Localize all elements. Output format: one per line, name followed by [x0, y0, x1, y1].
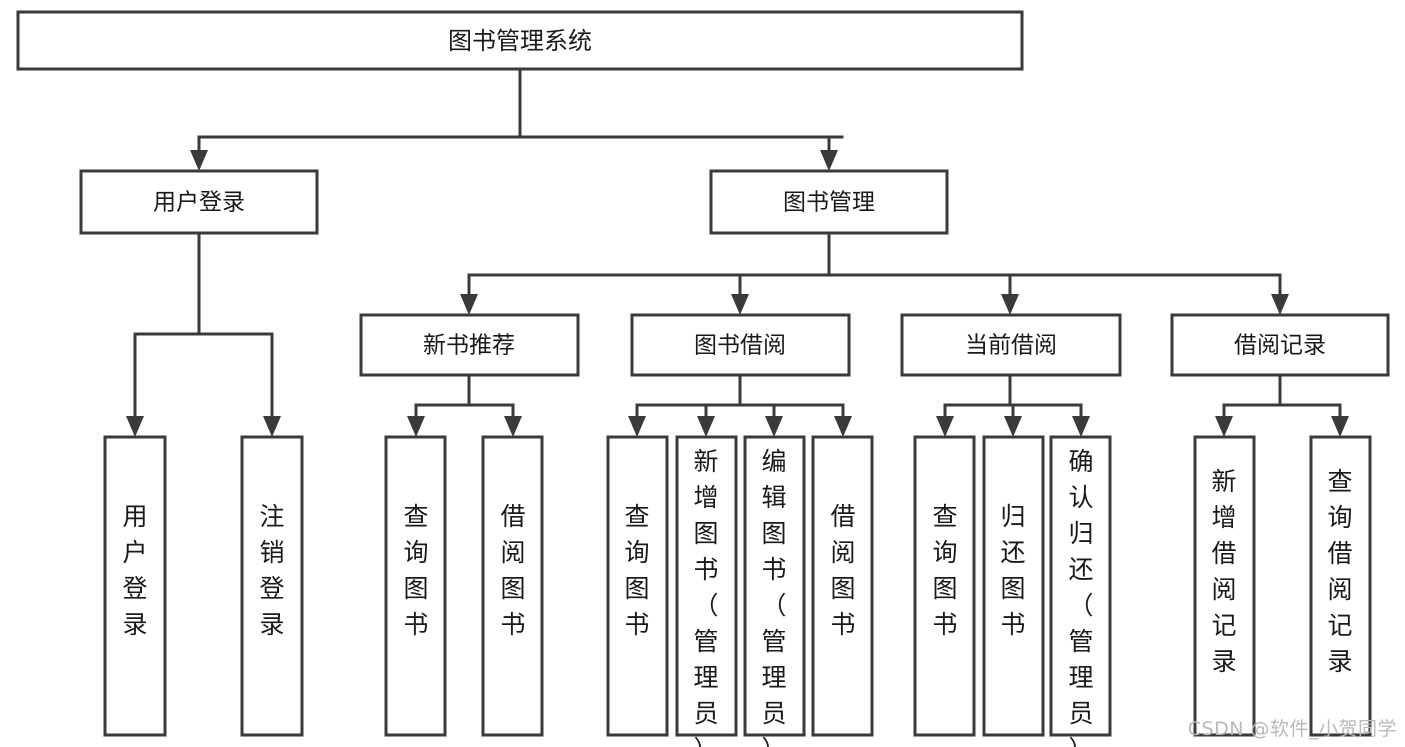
node-leaf-borrow-book-2-label: 借阅图书: [830, 502, 855, 639]
edge-group-borrow-record-to-leaves: [1215, 373, 1349, 437]
arrowhead-leaf-edit-book: [765, 416, 783, 437]
arrowhead-leaf-borrow-book-2: [834, 416, 852, 437]
node-book-borrow-label: 图书借阅: [694, 333, 786, 359]
node-leaf-query-book-3-box[interactable]: [913, 435, 976, 737]
node-leaf-borrow-book-1-label: 借阅图书: [500, 502, 525, 639]
node-book-borrow-box[interactable]: [630, 313, 851, 377]
arrowhead-leaf-query-book-3: [936, 416, 954, 437]
node-current-borrow-box[interactable]: [900, 313, 1122, 377]
node-book-management[interactable]: 图书管理: [709, 169, 949, 235]
node-root-label: 图书管理系统: [448, 27, 592, 55]
node-borrow-record-box[interactable]: [1170, 313, 1390, 377]
node-root[interactable]: 图书管理系统: [16, 10, 1024, 71]
node-leaf-logout-login-label: 注销登录: [259, 502, 284, 639]
node-leaf-add-borrow-record-box[interactable]: [1193, 435, 1256, 737]
arrowhead-borrow-record: [1271, 294, 1289, 315]
node-leaf-add-book-box[interactable]: [675, 435, 738, 737]
node-current-borrow-label: 当前借阅: [965, 333, 1057, 359]
arrowhead-leaf-logout-login: [263, 416, 281, 437]
node-root-box[interactable]: [16, 10, 1024, 71]
node-borrow-record[interactable]: 借阅记录: [1170, 313, 1390, 377]
node-leaf-edit-book-label: 编辑图书（管理员）: [761, 447, 786, 747]
node-leaf-edit-book[interactable]: 编辑图书（管理员）: [743, 435, 806, 747]
node-leaf-borrow-book-2-box[interactable]: [811, 435, 874, 737]
node-book-management-label: 图书管理: [783, 190, 875, 216]
node-leaf-return-book[interactable]: 归还图书: [982, 435, 1045, 737]
node-leaf-confirm-return-box[interactable]: [1049, 435, 1112, 737]
edge-group-root-to-level2: [190, 67, 844, 171]
arrowhead-leaf-add-book: [697, 416, 715, 437]
arrowhead-leaf-add-borrow-record: [1215, 416, 1233, 437]
node-leaf-return-book-label: 归还图书: [1000, 502, 1025, 639]
node-leaf-query-book-2[interactable]: 查询图书: [606, 435, 669, 737]
edge-group-current-borrow-to-leaves: [936, 373, 1090, 437]
node-leaf-edit-book-box[interactable]: [743, 435, 806, 737]
node-leaf-query-borrow-record-box[interactable]: [1309, 435, 1372, 737]
node-leaf-query-borrow-record-label: 查询借阅记录: [1327, 467, 1352, 676]
arrowhead-new-book-recommend: [460, 294, 478, 315]
node-leaf-add-book-label: 新增图书（管理员）: [693, 447, 718, 747]
node-leaf-add-borrow-record[interactable]: 新增借阅记录: [1193, 435, 1256, 737]
arrowhead-current-borrow: [1001, 294, 1019, 315]
arrowhead-leaf-return-book: [1004, 416, 1022, 437]
node-book-management-box[interactable]: [709, 169, 949, 235]
edge-group-new-book-recommend-to-leaves: [407, 373, 522, 437]
arrowhead-leaf-confirm-return: [1072, 416, 1090, 437]
node-leaf-user-login-label: 用户登录: [122, 502, 147, 639]
node-new-book-recommend[interactable]: 新书推荐: [359, 313, 580, 377]
node-user-login-box[interactable]: [79, 169, 319, 235]
edge-group-book-borrow-to-leaves: [628, 373, 852, 437]
node-leaf-query-book-1-box[interactable]: [384, 435, 447, 737]
arrowhead-leaf-borrow-book-1: [504, 416, 522, 437]
node-leaf-add-borrow-record-label: 新增借阅记录: [1211, 467, 1236, 676]
node-leaf-user-login[interactable]: 用户登录: [103, 435, 167, 737]
node-leaf-user-login-box[interactable]: [103, 435, 167, 737]
node-user-login[interactable]: 用户登录: [79, 169, 319, 235]
node-leaf-borrow-book-1[interactable]: 借阅图书: [481, 435, 544, 737]
node-leaf-query-book-2-label: 查询图书: [624, 502, 649, 639]
node-book-borrow[interactable]: 图书借阅: [630, 313, 851, 377]
node-leaf-query-book-3[interactable]: 查询图书: [913, 435, 976, 737]
node-leaf-borrow-book-1-box[interactable]: [481, 435, 544, 737]
arrowhead-leaf-user-login: [126, 416, 144, 437]
node-leaf-confirm-return[interactable]: 确认归还（管理员）: [1049, 435, 1112, 747]
node-leaf-borrow-book-2[interactable]: 借阅图书: [811, 435, 874, 737]
node-leaf-query-book-2-box[interactable]: [606, 435, 669, 737]
node-leaf-confirm-return-label: 确认归还（管理员）: [1068, 447, 1093, 747]
node-leaf-logout-login[interactable]: 注销登录: [240, 435, 304, 737]
node-leaf-return-book-box[interactable]: [982, 435, 1045, 737]
arrowhead-book-management: [820, 150, 838, 171]
arrowhead-leaf-query-borrow-record: [1331, 416, 1349, 437]
edge-group-user-login-to-leaves: [126, 231, 281, 437]
node-borrow-record-label: 借阅记录: [1234, 333, 1326, 359]
node-leaf-query-book-1-label: 查询图书: [403, 502, 428, 639]
arrowhead-leaf-query-book-2: [628, 416, 646, 437]
node-leaf-add-book[interactable]: 新增图书（管理员）: [675, 435, 738, 747]
node-leaf-query-borrow-record[interactable]: 查询借阅记录: [1309, 435, 1372, 737]
node-leaf-logout-login-box[interactable]: [240, 435, 304, 737]
node-user-login-label: 用户登录: [153, 190, 245, 216]
node-new-book-recommend-box[interactable]: [359, 313, 580, 377]
edge-group-book-management-to-level3: [460, 231, 1289, 315]
arrowhead-leaf-query-book-1: [407, 416, 425, 437]
node-leaf-query-book-1[interactable]: 查询图书: [384, 435, 447, 737]
node-new-book-recommend-label: 新书推荐: [423, 333, 515, 359]
node-leaf-query-book-3-label: 查询图书: [932, 502, 957, 639]
arrowhead-book-borrow: [731, 294, 749, 315]
arrowhead-user-login: [190, 150, 208, 171]
node-current-borrow[interactable]: 当前借阅: [900, 313, 1122, 377]
